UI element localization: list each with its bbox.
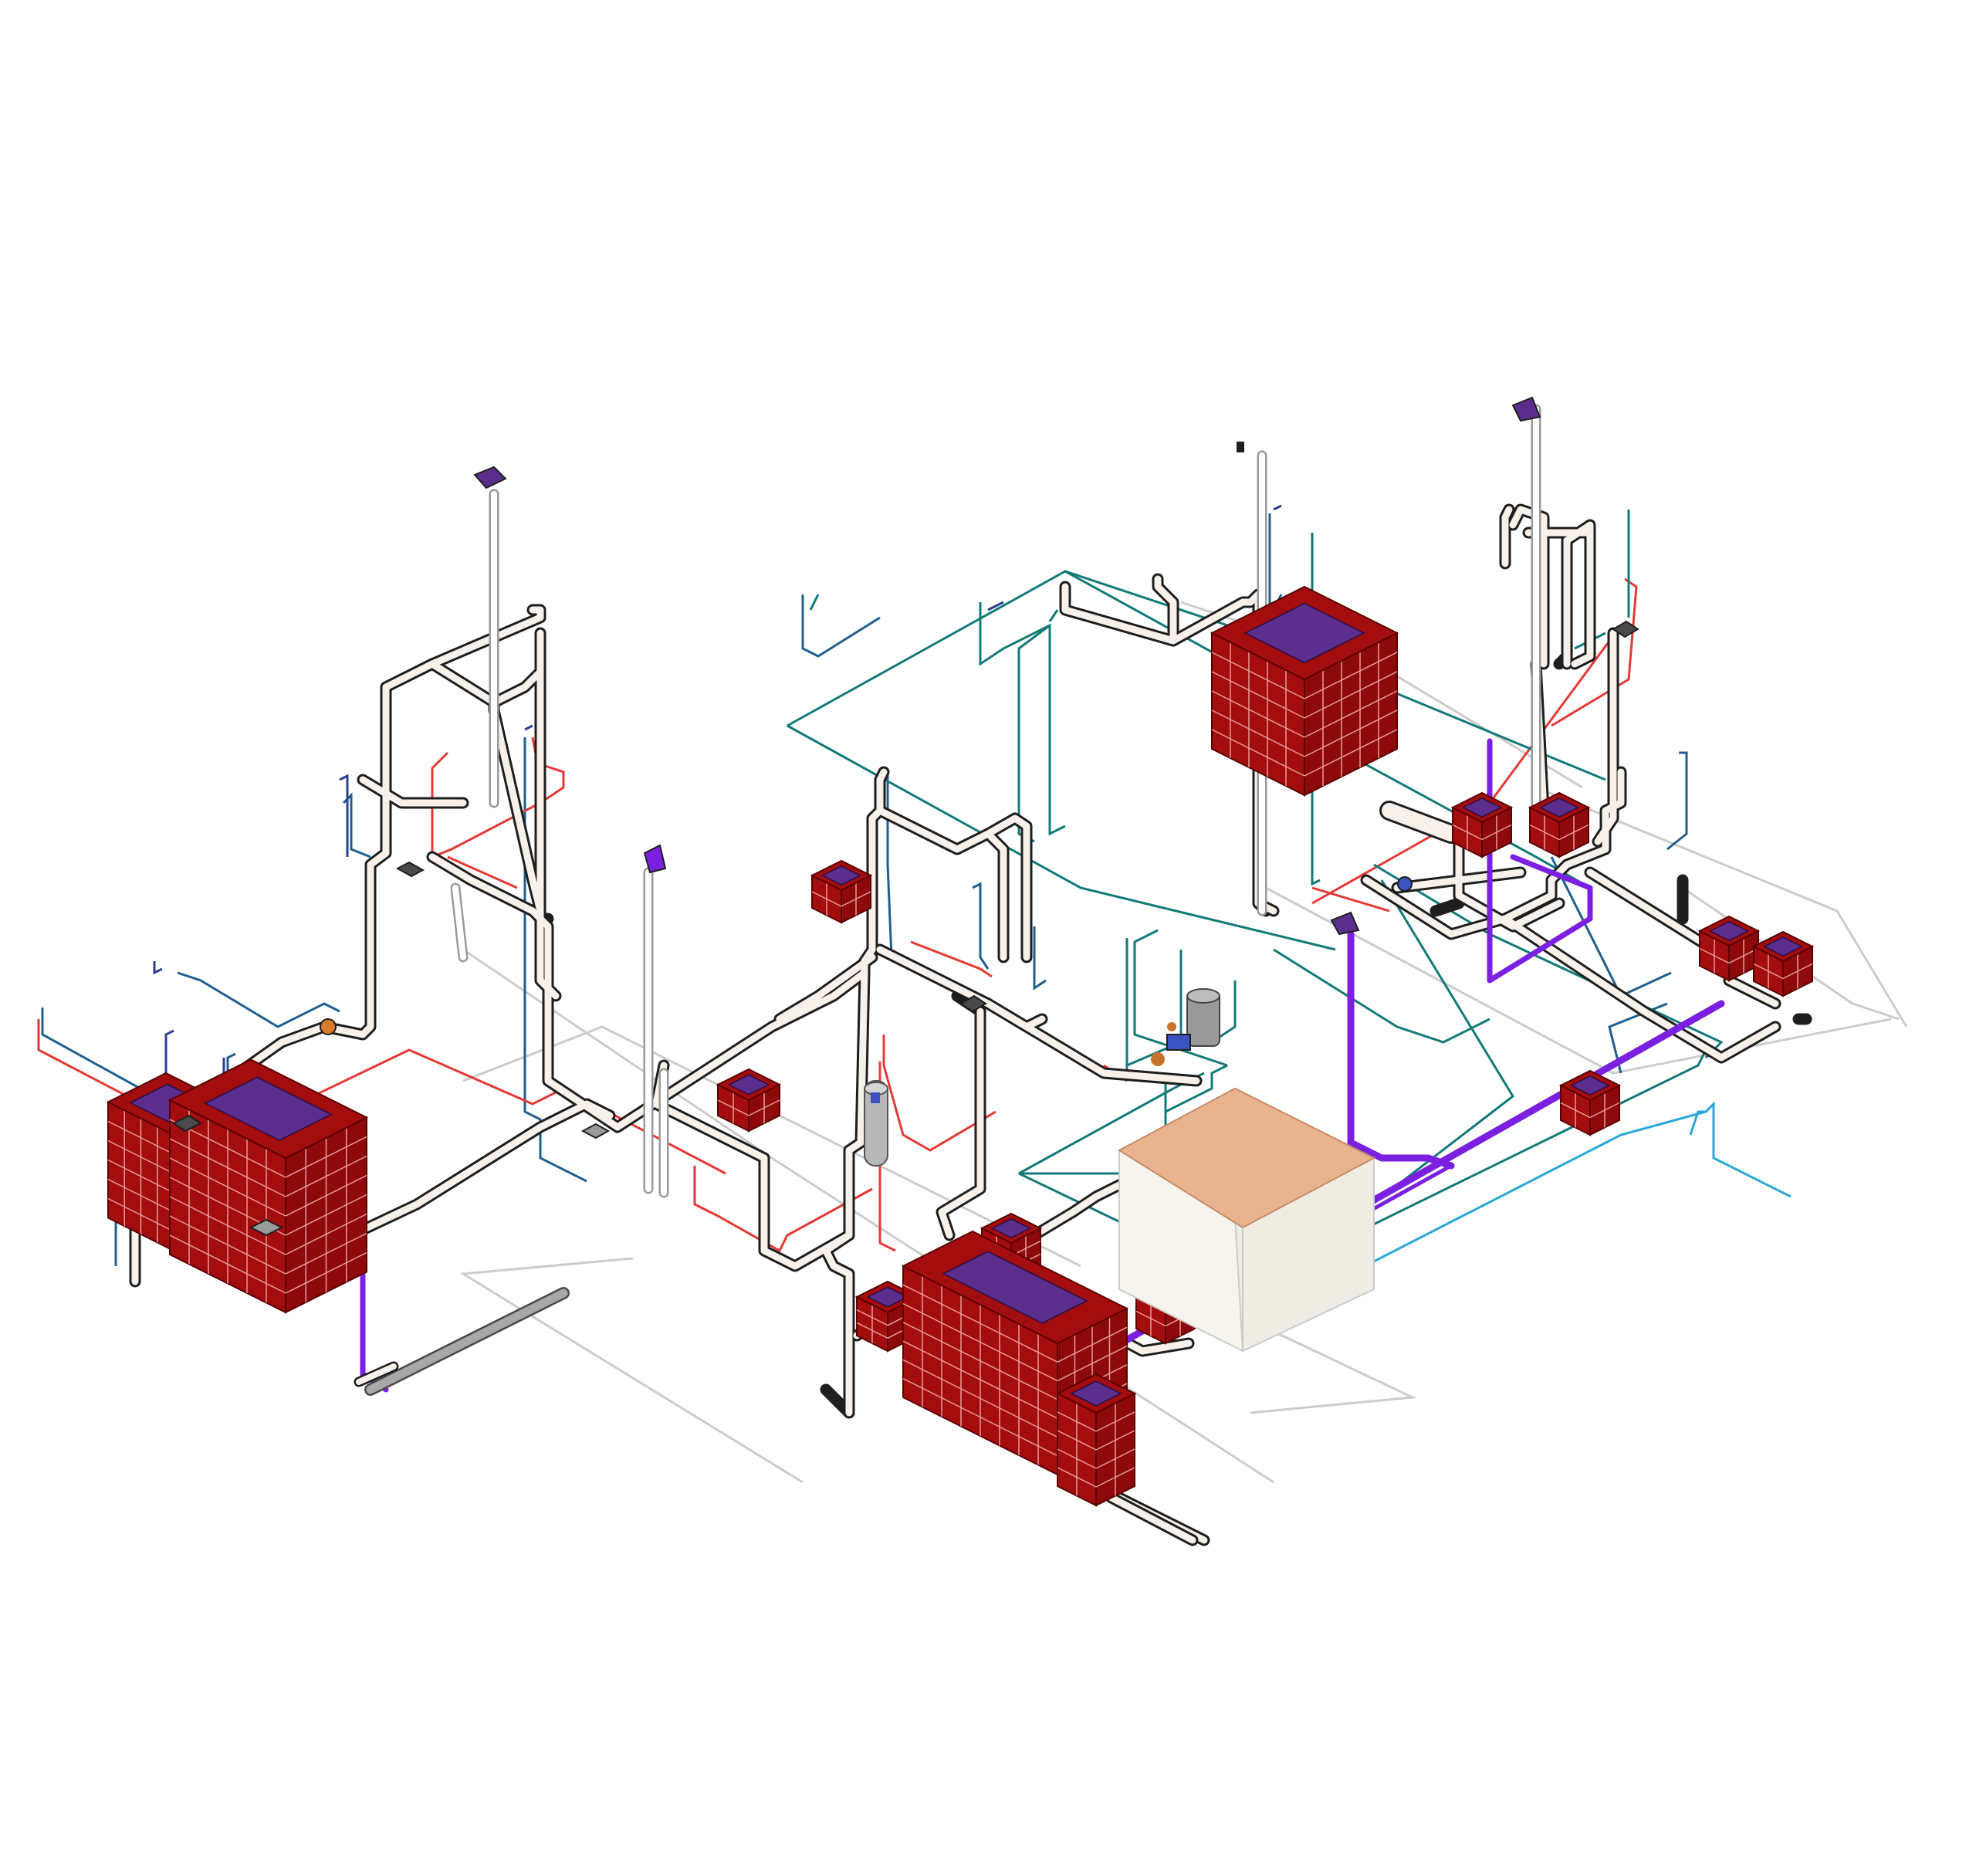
gray-vent-pipe bbox=[354, 801, 1461, 1546]
inspection-boxes bbox=[106, 585, 1815, 1507]
inspection-box bbox=[1450, 791, 1514, 858]
floor-drain-icon bbox=[249, 1218, 284, 1237]
floor-drain-icon bbox=[959, 994, 987, 1013]
floor-drain-icon bbox=[580, 1123, 611, 1139]
vent-cap-icon bbox=[1330, 911, 1360, 936]
valve-icon bbox=[1397, 876, 1413, 892]
vent-cap-icon bbox=[1511, 396, 1541, 422]
pressure-tank bbox=[1151, 988, 1220, 1066]
inspection-box bbox=[1210, 585, 1399, 797]
floor-drain-icon bbox=[172, 1114, 202, 1133]
cistern-block bbox=[1118, 1087, 1376, 1353]
floor-drain-icon bbox=[395, 861, 425, 878]
inspection-box bbox=[1697, 915, 1761, 982]
vent-stacks bbox=[450, 404, 1541, 1198]
valve-icon bbox=[320, 1018, 337, 1035]
vent-cap-icon bbox=[643, 844, 667, 874]
inspection-box bbox=[810, 859, 873, 924]
inspection-box bbox=[1055, 1373, 1137, 1507]
inspection-box bbox=[1751, 930, 1815, 997]
inspection-box bbox=[1558, 1069, 1622, 1136]
floor-drain-icon bbox=[1612, 620, 1639, 638]
inspection-box bbox=[716, 1068, 782, 1133]
vent-cap-icon bbox=[473, 466, 507, 489]
water-heater bbox=[864, 1080, 888, 1167]
floor-drains bbox=[172, 620, 1639, 1237]
vent-cap-icon bbox=[1237, 442, 1244, 452]
inspection-box bbox=[167, 1058, 369, 1314]
vent-caps bbox=[473, 396, 1541, 936]
inspection-box bbox=[1528, 791, 1591, 858]
